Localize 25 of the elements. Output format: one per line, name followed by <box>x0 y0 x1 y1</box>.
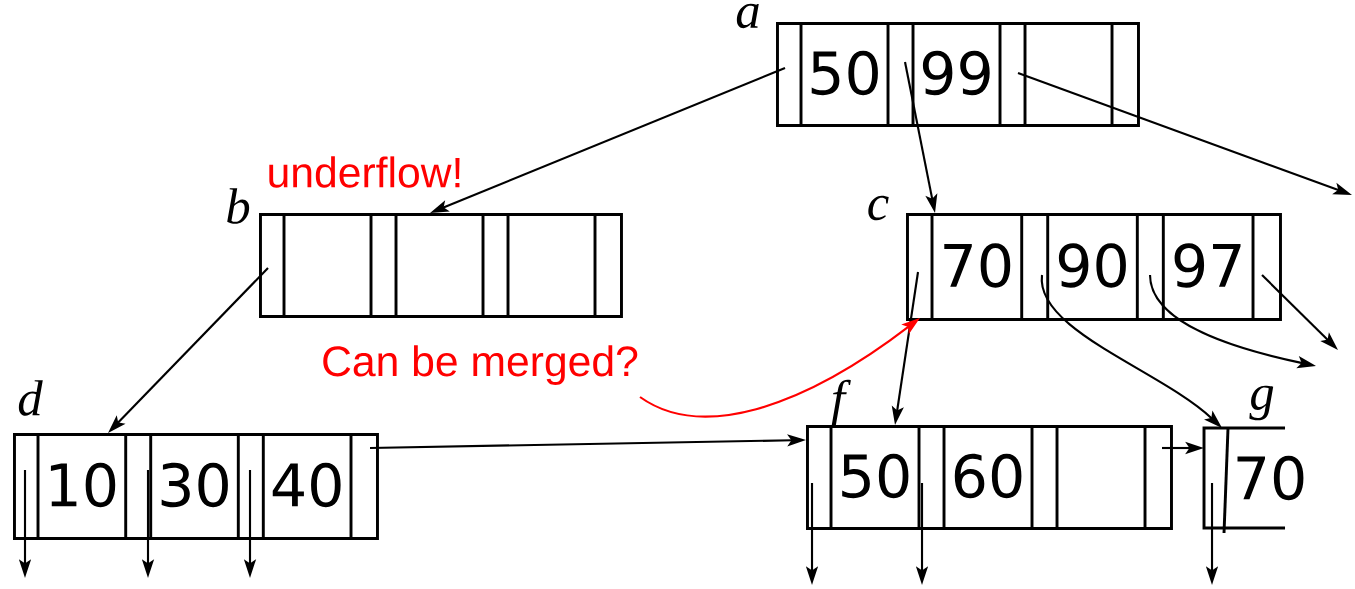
tree-node <box>227 188 623 318</box>
tree-node <box>806 379 1173 530</box>
note-text: Can be merged? <box>323 345 638 385</box>
key-value: 10 <box>50 462 116 508</box>
node-letter: c <box>868 195 889 221</box>
key-value: 50 <box>842 453 909 499</box>
key-value: 99 <box>922 50 990 96</box>
key-value: 70 <box>1237 455 1304 501</box>
key-value: 50 <box>811 50 878 96</box>
key-value: 70 <box>944 243 1011 288</box>
node-letter: b <box>227 188 250 224</box>
node-letter: f <box>831 379 851 427</box>
tree-node <box>868 195 1282 321</box>
node-letter: d <box>18 380 43 416</box>
tree-node <box>1202 385 1304 534</box>
key-value: 60 <box>954 453 1022 499</box>
tree-node <box>13 380 379 540</box>
key-value: 30 <box>161 462 228 508</box>
key-value: 90 <box>1058 243 1126 288</box>
key-value: 97 <box>1174 243 1241 288</box>
tree-node <box>736 3 1140 127</box>
key-value: 40 <box>272 462 341 508</box>
node-letter: a <box>736 3 759 29</box>
note-text: underflow! <box>269 156 460 188</box>
node-letter: g <box>1249 385 1274 421</box>
